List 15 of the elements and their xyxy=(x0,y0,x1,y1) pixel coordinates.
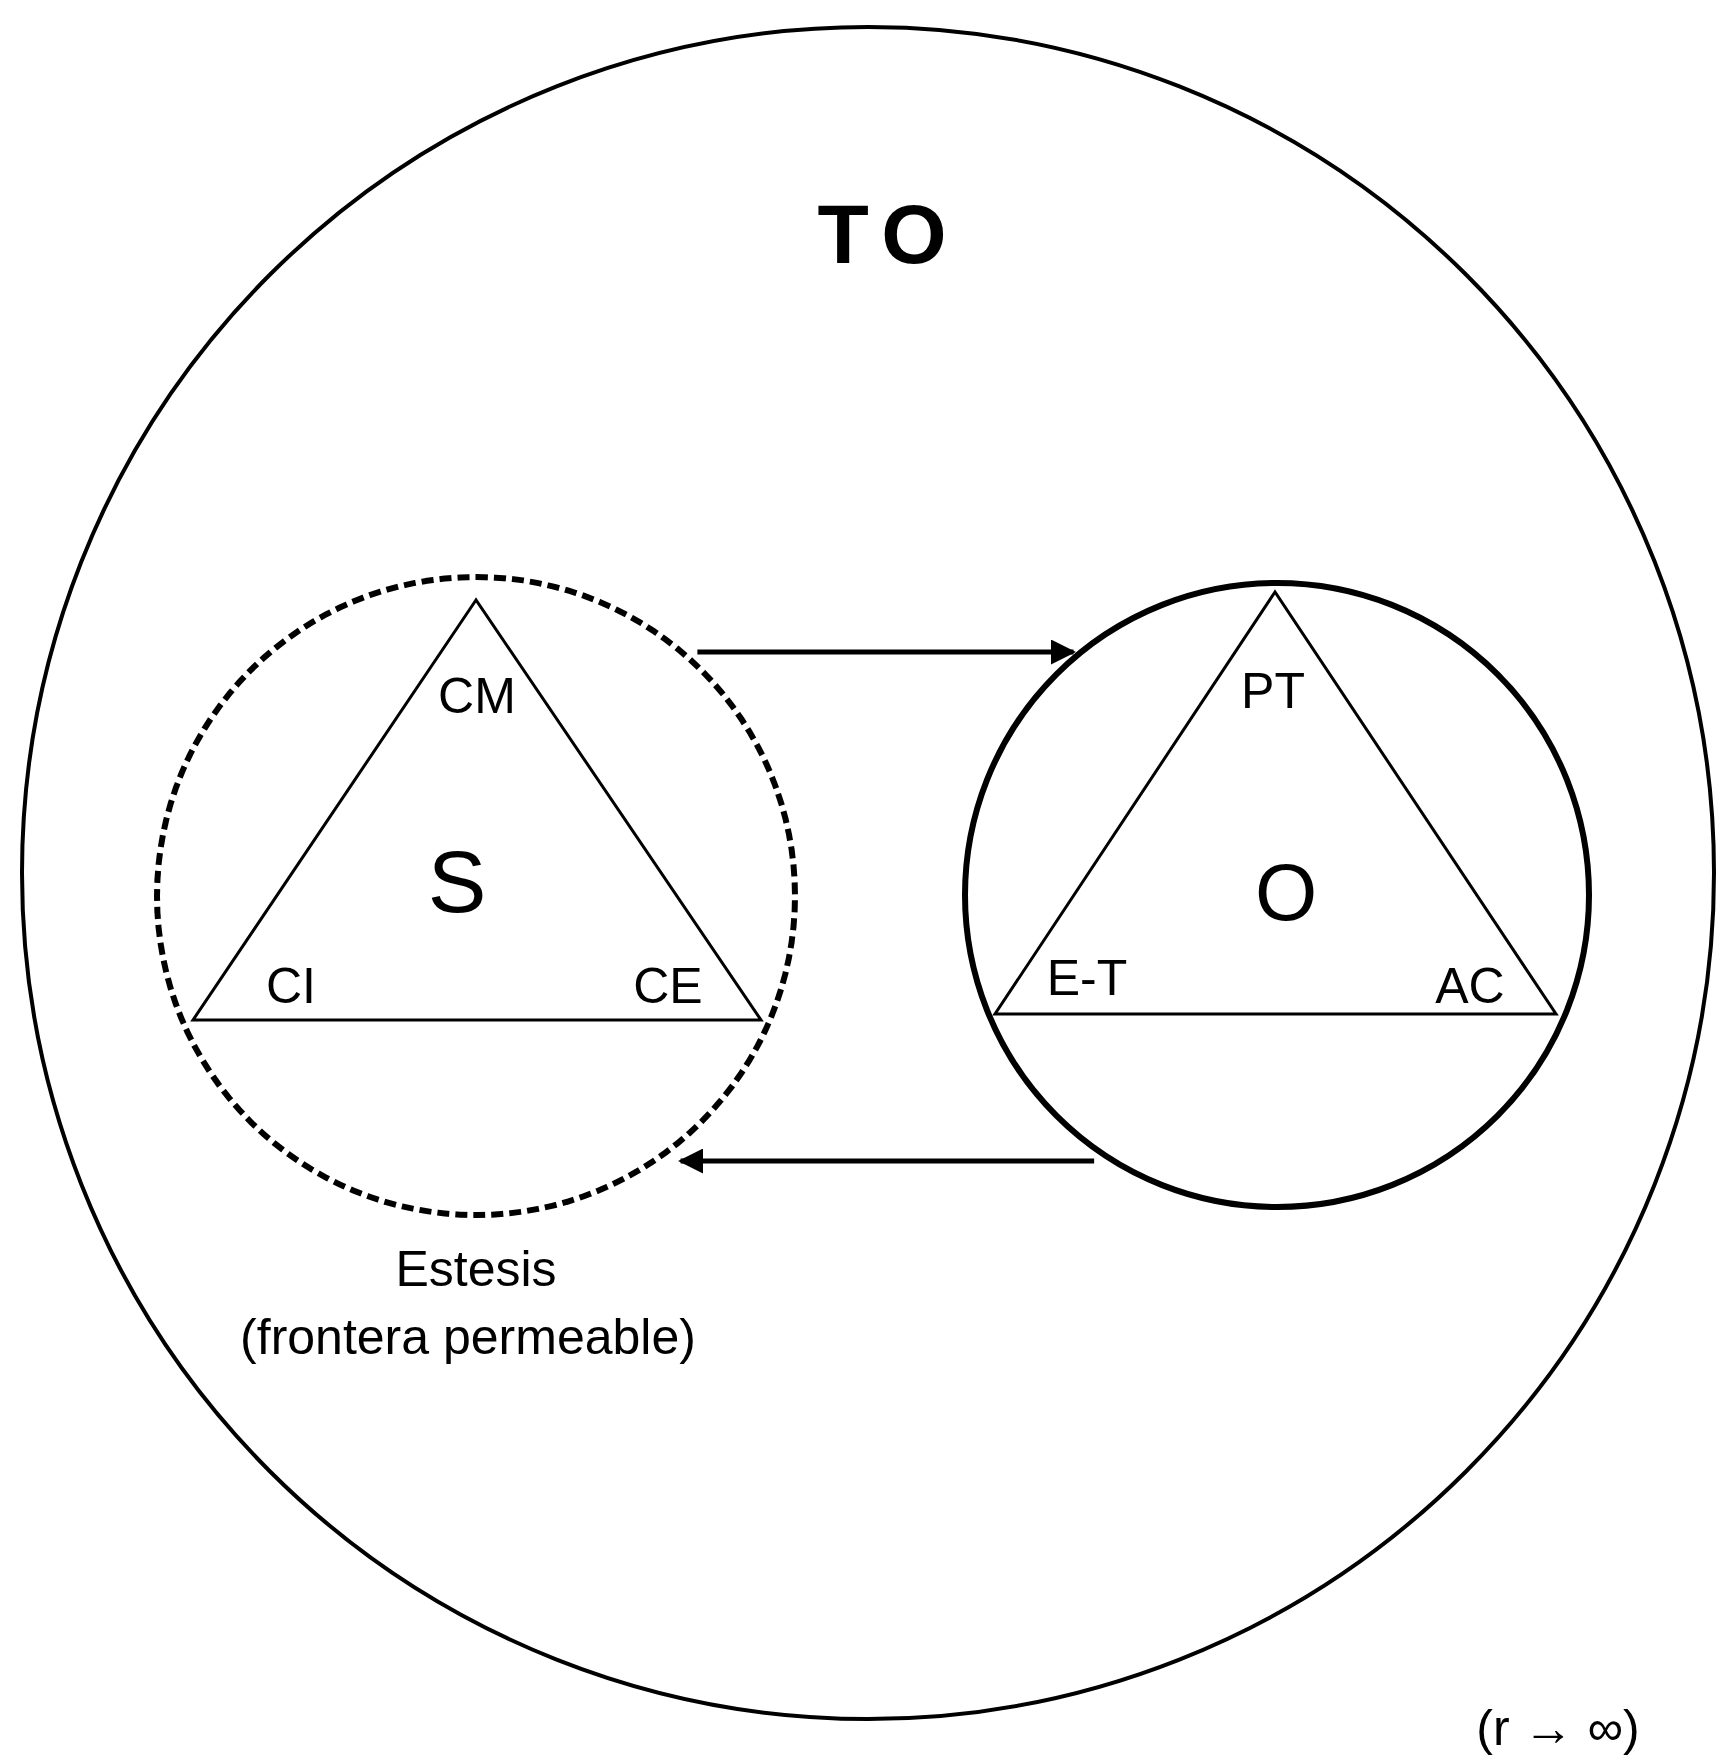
corner-label: E-T xyxy=(1046,950,1128,1006)
region-label: TO xyxy=(817,187,961,281)
node-label: (frontera permeable) xyxy=(240,1309,696,1365)
node-label: Estesis xyxy=(395,1241,557,1297)
arrow xyxy=(697,639,1076,665)
circle xyxy=(962,580,1592,1210)
center-label: S xyxy=(427,833,487,931)
corner-label: CI xyxy=(266,958,316,1014)
arrow xyxy=(678,1148,1095,1174)
center-label: O xyxy=(1254,849,1318,937)
corner-label: CE xyxy=(633,958,703,1014)
corner-label: AC xyxy=(1435,958,1505,1014)
corner-label: CM xyxy=(438,668,516,724)
corner-label: PT xyxy=(1241,663,1305,719)
note: (r → ∞) xyxy=(1476,1700,1640,1756)
